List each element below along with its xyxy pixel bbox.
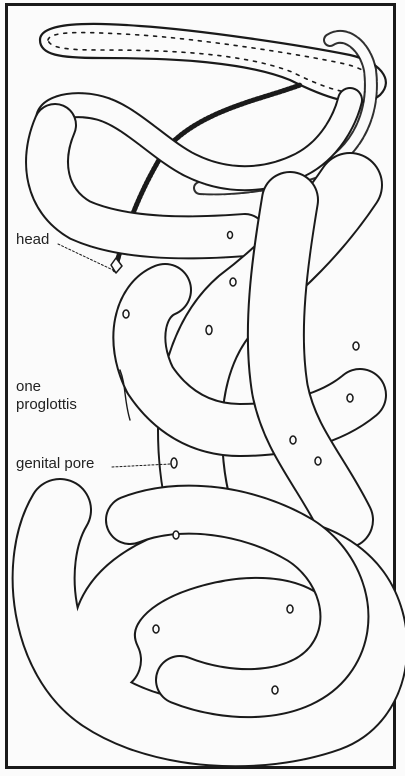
genital-pore bbox=[315, 457, 321, 465]
genital-pore bbox=[206, 326, 212, 335]
genital-pore bbox=[287, 605, 293, 613]
genital-pore-marker bbox=[171, 458, 177, 468]
genital-pore bbox=[153, 625, 159, 633]
genital-pore bbox=[290, 436, 296, 444]
genital-pore bbox=[347, 394, 353, 402]
genital-pore bbox=[353, 342, 359, 350]
proglottis-label-line2: proglottis bbox=[16, 396, 77, 414]
genital-pore-label: genital pore bbox=[16, 455, 94, 473]
genital-pore bbox=[228, 232, 233, 239]
head-label: head bbox=[16, 231, 49, 249]
genital-pore bbox=[230, 278, 236, 286]
proglottis-label-line1: one bbox=[16, 378, 41, 396]
genital-pore bbox=[123, 310, 129, 318]
genital-pore bbox=[272, 686, 278, 694]
genital-pore bbox=[173, 531, 179, 539]
middle-loop-fill bbox=[48, 100, 350, 178]
